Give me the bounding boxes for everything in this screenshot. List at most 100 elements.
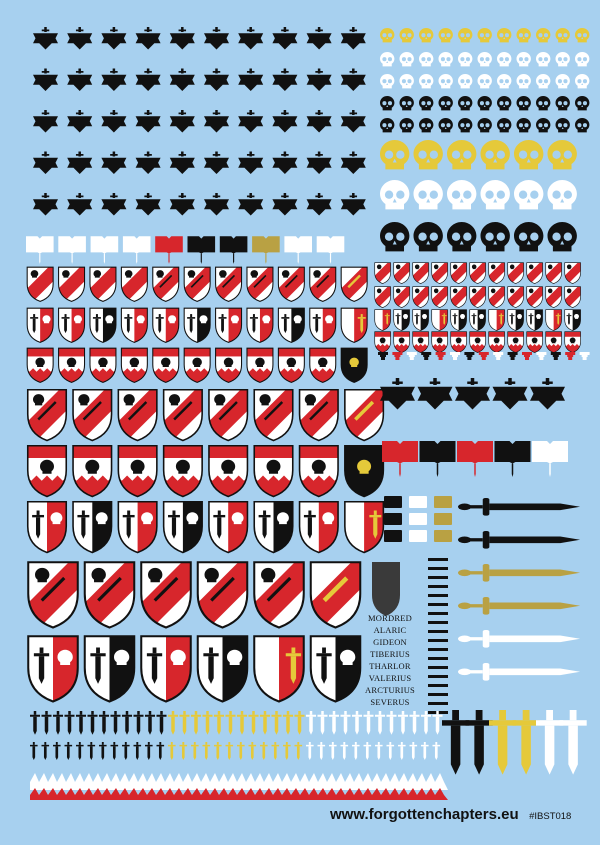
- name-item: VALERIUS: [368, 673, 412, 683]
- shield-icon: [117, 500, 158, 554]
- scroll-banner-icon: [272, 193, 298, 216]
- shield-icon: [214, 266, 243, 302]
- sword-icon: [386, 711, 397, 735]
- sword-icon: [458, 630, 581, 648]
- sword-icon: [458, 564, 581, 582]
- shield-icon: [374, 262, 590, 360]
- sword-icon: [156, 711, 167, 735]
- skull-icon: [380, 118, 395, 133]
- shield-icon: [374, 309, 391, 331]
- shield-icon: [340, 307, 368, 343]
- shield-icon: [526, 331, 543, 353]
- scroll-banner-icon: [272, 27, 298, 50]
- skull-icon: [399, 118, 414, 133]
- skull-icon: [575, 96, 590, 111]
- scroll-banner-icon: [204, 68, 229, 91]
- shield-icon: [57, 266, 86, 302]
- sword-icon: [458, 663, 581, 681]
- sword-icon: [179, 742, 188, 761]
- shield-icon: [374, 262, 391, 284]
- book-icon: [419, 441, 456, 477]
- sword-icon: [191, 711, 201, 735]
- fleur-icon: [536, 352, 547, 360]
- shield-icon: [26, 444, 68, 498]
- fleur-icon: [406, 352, 417, 360]
- book-icon: [26, 236, 345, 264]
- scroll-banner-icon: [169, 110, 195, 133]
- shield-icon: [309, 307, 337, 343]
- scroll-banner-icon: [33, 68, 58, 91]
- shield-icon: [152, 266, 180, 302]
- website-link[interactable]: www.forgottenchapters.eu: [330, 806, 519, 823]
- skull-icon: [438, 52, 453, 67]
- scroll-banner-icon: [492, 378, 528, 410]
- shield-icon: [412, 262, 429, 284]
- sword-icon: [458, 498, 581, 681]
- sword-icon: [53, 742, 61, 761]
- sword-icon: [260, 742, 268, 761]
- scroll-banner-icon: [306, 27, 332, 50]
- sword-icon: [225, 742, 234, 761]
- shield-icon: [27, 561, 79, 629]
- skull-icon: [413, 180, 443, 210]
- book-icon: [316, 236, 345, 264]
- skull-icon: [480, 140, 510, 170]
- sword-icon: [260, 711, 270, 735]
- skull-icon: [380, 74, 395, 89]
- sword-icon: [536, 710, 564, 775]
- shield-icon: [162, 388, 204, 442]
- scroll-banner-icon: [101, 110, 127, 133]
- name-item: TIBERIUS: [370, 649, 410, 659]
- fleur-icon: [565, 352, 576, 360]
- fleur-icon: [378, 352, 388, 360]
- skull-icon: [536, 96, 551, 111]
- skull-icon: [477, 28, 492, 43]
- shield-icon: [253, 444, 294, 498]
- fleur-icon: [522, 352, 532, 360]
- shield-icon: [27, 635, 79, 703]
- shield-icon: [208, 500, 249, 554]
- shield-icon: [564, 286, 581, 308]
- sword-icon: [375, 742, 383, 761]
- shield-icon: [412, 331, 429, 353]
- shield-icon: [545, 286, 562, 308]
- sword-icon: [168, 742, 176, 761]
- sword-icon: [225, 711, 236, 735]
- skull-icon: [438, 74, 453, 89]
- shield-icon: [526, 286, 543, 308]
- shield-icon: [89, 266, 117, 302]
- fleur-icon: [392, 352, 403, 360]
- shield-icon: [450, 309, 467, 331]
- shield-icon: [26, 266, 385, 703]
- skull-icon: [438, 96, 453, 111]
- shield-icon: [431, 262, 448, 284]
- scroll-banner-icon: [238, 151, 264, 174]
- name-item: THARLOR: [369, 661, 411, 671]
- scroll-banner-icon: [101, 151, 127, 174]
- skull-icon: [575, 74, 590, 89]
- book-icon: [457, 441, 493, 477]
- scroll-banner-icon: [238, 193, 264, 216]
- shield-icon: [183, 347, 211, 383]
- skull-icon: [497, 96, 512, 111]
- book-icon: [26, 236, 54, 264]
- shield-icon: [431, 286, 448, 308]
- skull-icon: [447, 140, 477, 170]
- sword-icon: [76, 711, 86, 735]
- sword-icon: [340, 711, 351, 735]
- shield-icon: [117, 388, 158, 442]
- skull-icon: [516, 74, 531, 89]
- shield-icon: [431, 331, 448, 353]
- shield-icon: [393, 331, 410, 353]
- book-icon: [532, 441, 568, 477]
- shield-icon: [89, 347, 117, 383]
- scroll-banner-icon: [101, 27, 127, 50]
- skull-icon: [514, 140, 544, 170]
- skull-icon: [497, 74, 512, 89]
- shield-icon: [72, 500, 113, 554]
- footer: www.forgottenchapters.eu #IBST018: [330, 806, 595, 823]
- sword-icon: [559, 710, 587, 775]
- sword-icon: [432, 742, 441, 761]
- scroll-banner-icon: [67, 151, 93, 174]
- sword-icon: [237, 711, 247, 735]
